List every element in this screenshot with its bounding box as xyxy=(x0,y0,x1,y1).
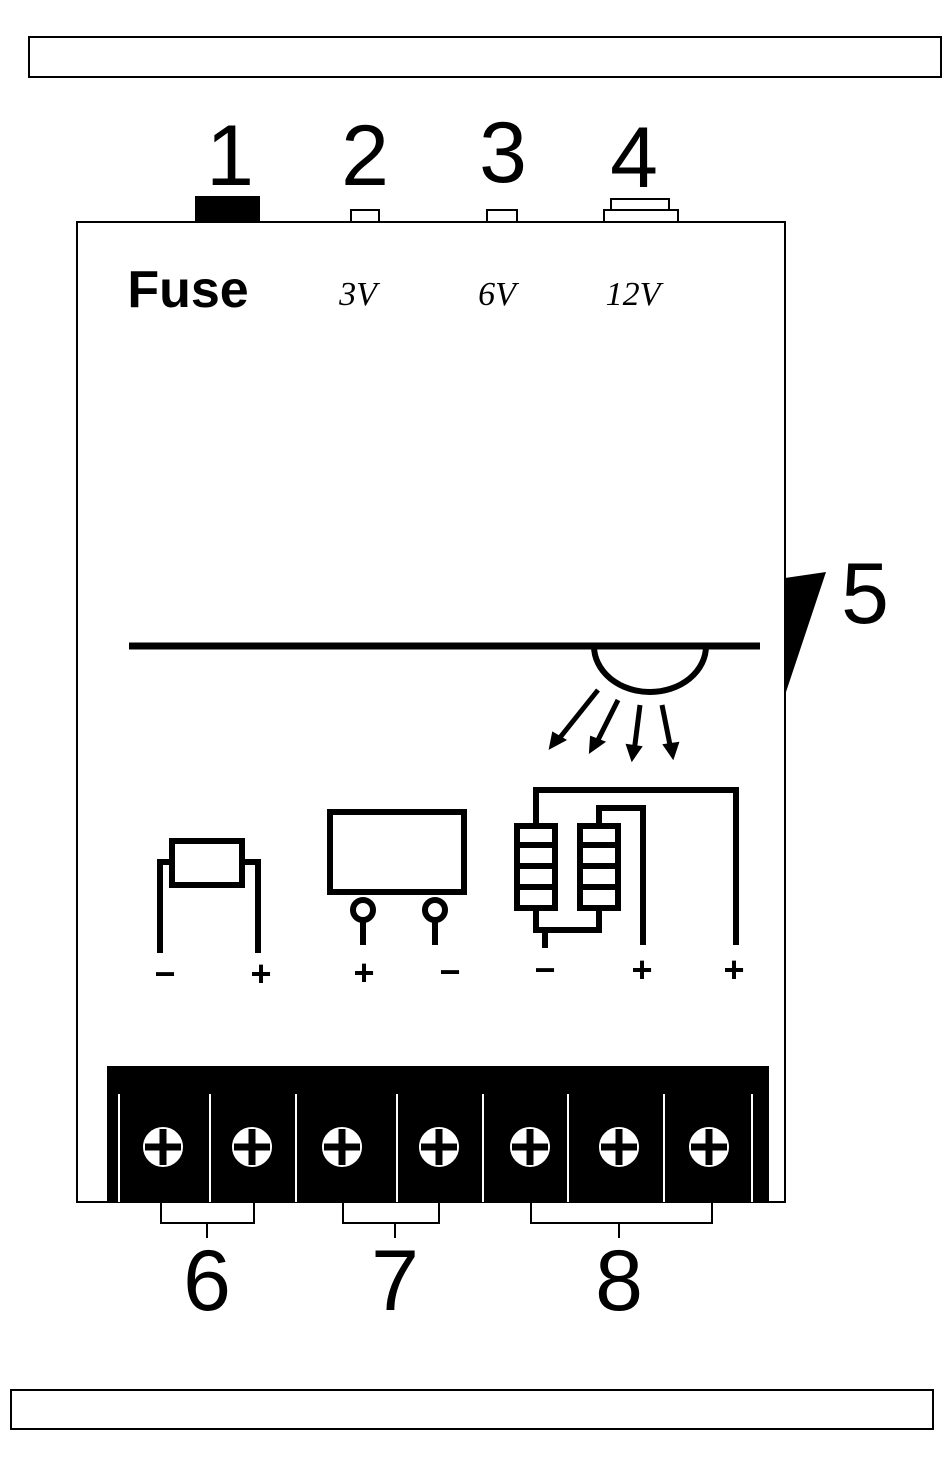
top-frame xyxy=(29,37,941,77)
terminal-screw-2 xyxy=(230,1125,274,1169)
label-6v: 6V xyxy=(478,276,520,313)
polarity-c-right: + xyxy=(723,949,744,990)
polarity-b-right: − xyxy=(439,951,460,992)
led-12v xyxy=(604,199,678,222)
polarity-c-mid: + xyxy=(631,949,652,990)
housing xyxy=(77,222,785,1202)
led-3v xyxy=(351,210,379,222)
callout-7: 7 xyxy=(371,1233,419,1329)
polarity-b-left: + xyxy=(353,952,374,993)
terminal-screw-3 xyxy=(320,1125,364,1169)
polarity-a-right: + xyxy=(250,953,271,994)
terminal-screw-7 xyxy=(687,1125,731,1169)
polarity-a-left: − xyxy=(154,953,175,994)
polarity-c-left: − xyxy=(534,949,555,990)
callout-5: 5 xyxy=(841,546,889,642)
callout-1: 1 xyxy=(206,108,254,204)
fuse-label: Fuse xyxy=(127,261,248,319)
led-6v xyxy=(487,210,517,222)
callout-4: 4 xyxy=(610,110,658,206)
terminal-screw-1 xyxy=(141,1125,185,1169)
terminal-screw-5 xyxy=(508,1125,552,1169)
terminal-screw-4 xyxy=(417,1125,461,1169)
terminal-screw-6 xyxy=(597,1125,641,1169)
callout-2: 2 xyxy=(341,108,389,204)
label-3v: 3V xyxy=(338,276,381,313)
fuse-holder xyxy=(195,196,260,222)
callout-3: 3 xyxy=(479,105,527,201)
label-12v: 12V xyxy=(606,276,665,313)
bottom-frame xyxy=(11,1390,933,1429)
sensor-wedge xyxy=(785,572,826,695)
callout-6: 6 xyxy=(183,1233,231,1329)
callout-8: 8 xyxy=(595,1233,643,1329)
